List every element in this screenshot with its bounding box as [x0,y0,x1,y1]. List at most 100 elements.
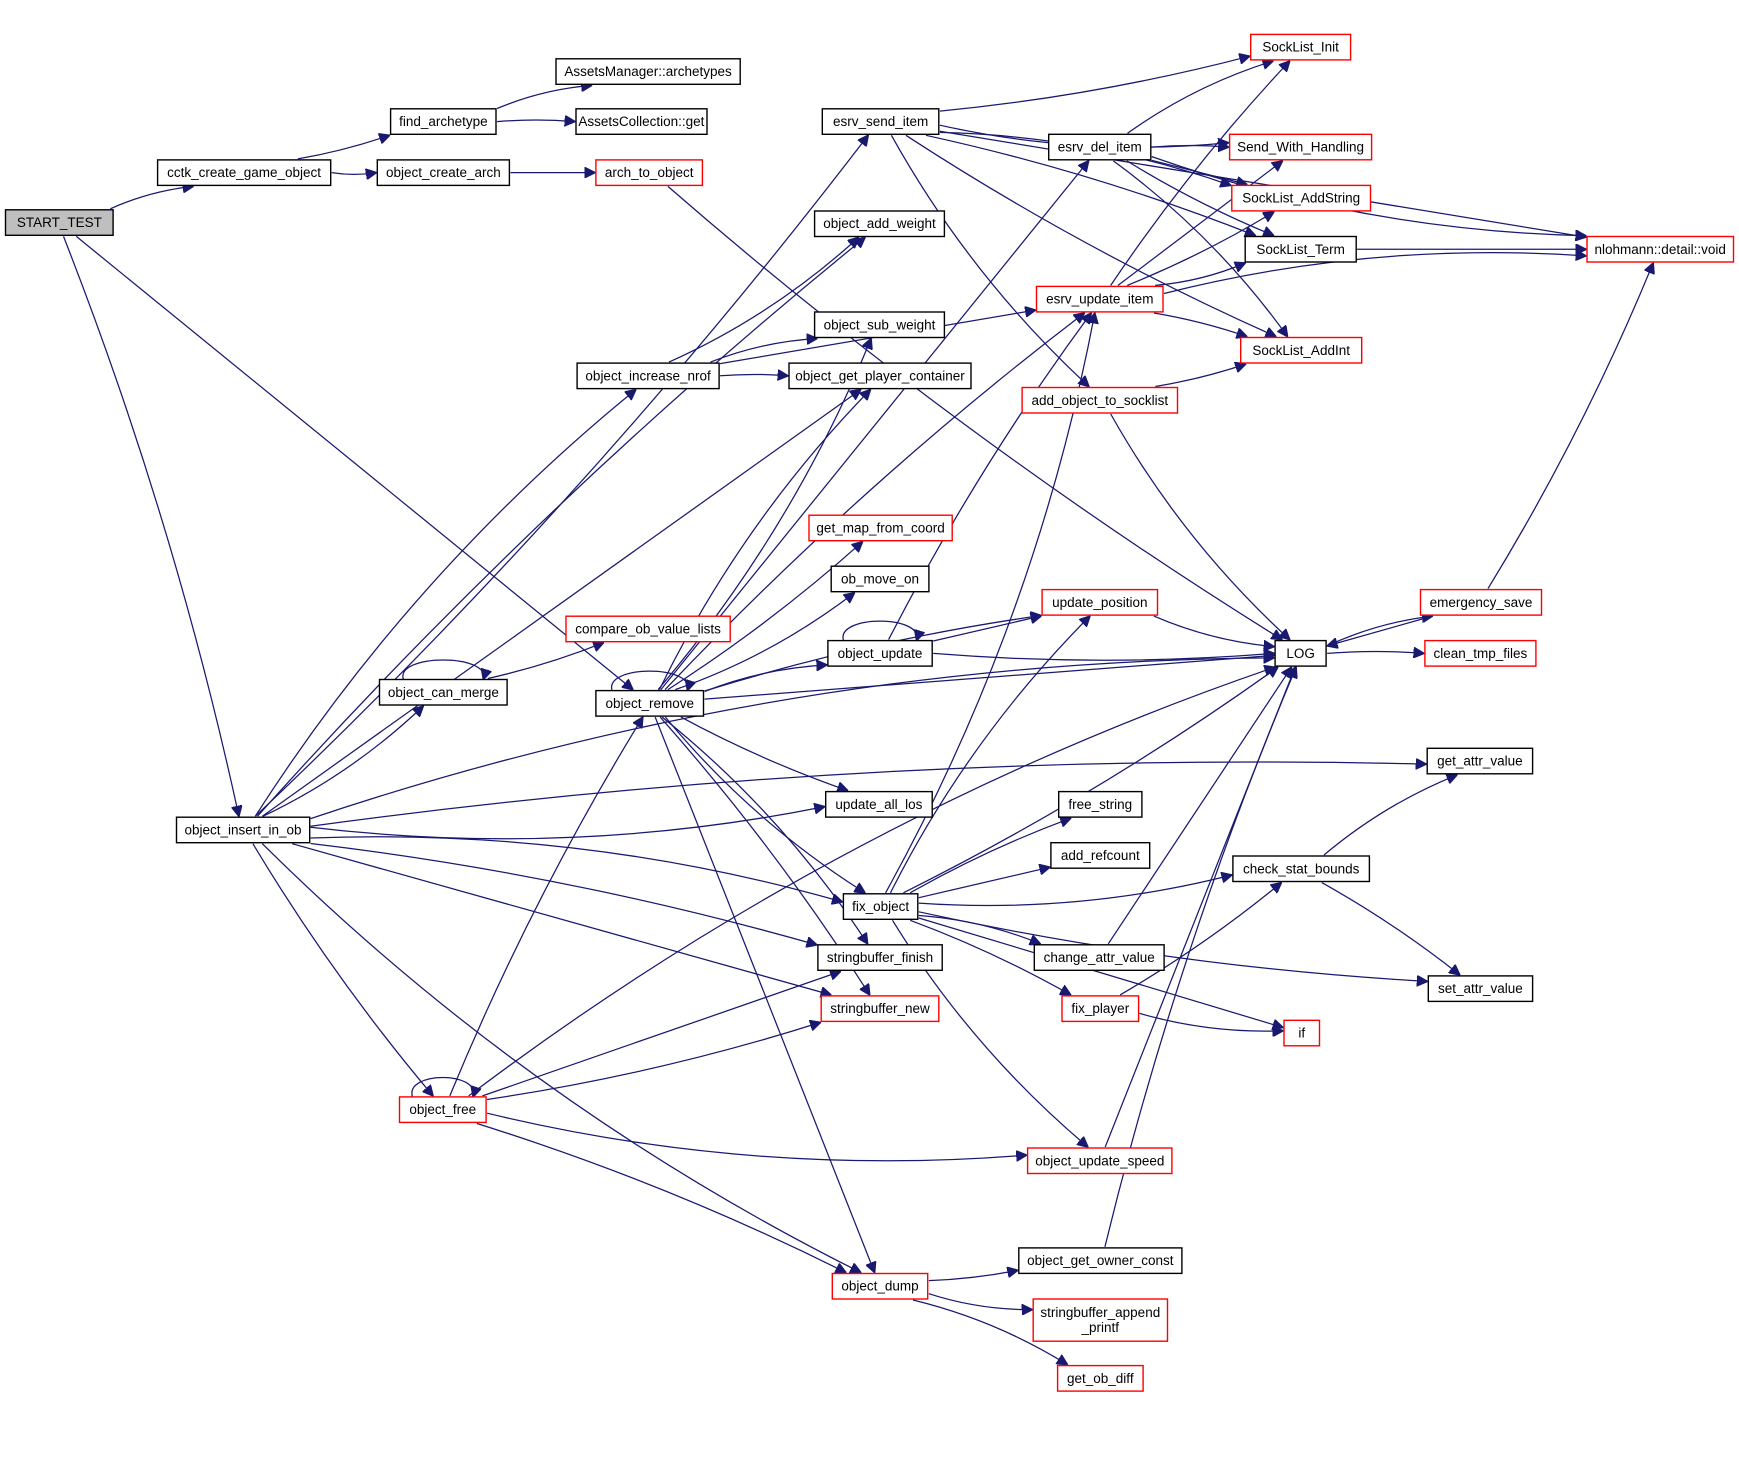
node-label: fix_object [852,899,909,914]
node-object-update[interactable]: object_update [827,639,933,667]
node-box [376,159,511,187]
node-set-attr-value[interactable]: set_attr_value [1427,975,1534,1003]
edge-object_free-to-LOG [468,667,1275,1097]
node-object-remove[interactable]: object_remove [595,689,705,717]
edge-object_free-to-object_dump [476,1122,846,1273]
node-box [1061,995,1140,1023]
node-cctk-create-game-object[interactable]: cctk_create_game_object [156,159,332,187]
edge-object_increase_nrof-to-object_sub_weight [710,339,818,363]
node-find-archetype[interactable]: find_archetype [389,108,497,136]
node-label: object_can_merge [388,685,499,700]
node-fix-object[interactable]: fix_object [842,893,919,920]
node-esrv-send-item[interactable]: esrv_send_item [821,108,940,136]
node-assetsmanager-archetypes[interactable]: AssetsManager::archetypes [555,58,741,85]
node-label: arch_to_object [605,165,694,180]
edge-object_can_merge-to-object_can_merge [402,659,484,680]
node-box [4,209,114,237]
node-check-stat-bounds[interactable]: check_stat_bounds [1232,855,1371,883]
edge-fix_object-to-change_attr_value [918,914,1041,944]
node-log[interactable]: LOG [1274,639,1327,667]
node-arch-to-object[interactable]: arch_to_object [595,159,704,187]
node-ob-move-on[interactable]: ob_move_on [830,565,930,593]
edge-check_stat_bounds-to-get_attr_value [1323,775,1457,856]
node-assetscollection-get[interactable]: AssetsCollection::get [575,108,708,136]
node-label: stringbuffer_append [1040,1305,1160,1320]
node-esrv-update-item[interactable]: esrv_update_item [1035,285,1164,313]
node-object-free[interactable]: object_free [398,1096,487,1124]
edge-object_insert_in_ob-to-object_increase_nrof [254,390,636,817]
edge-object_remove-to-object_update [704,665,827,693]
node-if[interactable]: if [1283,1019,1321,1047]
edge-fix_player-to-check_stat_bounds [1119,883,1281,996]
node-object-dump[interactable]: object_dump [831,1272,929,1300]
edge-object_remove-to-object_sub_weight [657,339,871,691]
node-update-position[interactable]: update_position [1041,588,1159,616]
edge-find_archetype-to-AssetsManager_archetypes [496,85,592,110]
node-stringbuffer-append-printf[interactable]: stringbuffer_append_printf [1032,1298,1169,1342]
node-get-map-from-coord[interactable]: get_map_from_coord [808,514,953,542]
node-get-attr-value[interactable]: get_attr_value [1426,747,1534,775]
node-object-create-arch[interactable]: object_create_arch [376,159,511,187]
edge-object_insert_in_ob-to-object_free [252,843,433,1096]
edge-object_remove-to-object_dump [654,716,874,1272]
node-add-object-to-socklist[interactable]: add_object_to_socklist [1021,386,1179,414]
node-box [1228,133,1373,161]
node-object-can-merge[interactable]: object_can_merge [378,678,508,706]
node-box [378,678,508,706]
node-box [1283,1019,1321,1047]
node-nlohmann-detail-void[interactable]: nlohmann::detail::void [1586,235,1735,263]
node-box [576,362,720,390]
node-box [820,995,940,1023]
node-free-string[interactable]: free_string [1057,790,1143,818]
node-box [175,816,311,844]
node-object-update-speed[interactable]: object_update_speed [1026,1147,1173,1175]
edge-object_remove-to-stringbuffer_finish [661,716,867,944]
node-label: cctk_create_game_object [167,165,321,180]
edge-esrv_update_item-to-Send_With_Handling [1117,161,1283,286]
node-label: if [1298,1026,1305,1041]
edge-esrv_update_item-to-nlohmann_detail_void [1163,253,1586,295]
node-update-all-los[interactable]: update_all_los [825,790,933,818]
node-emergency-save[interactable]: emergency_save [1419,588,1543,616]
edge-add_object_to_socklist-to-LOG [1110,413,1290,640]
edge-esrv_send_item-to-SockList_AddInt [905,134,1276,336]
node-esrv-del-item[interactable]: esrv_del_item [1047,133,1152,161]
node-box [1232,855,1371,883]
node-object-add-weight[interactable]: object_add_weight [813,210,946,238]
node-object-get-owner-const[interactable]: object_get_owner_const [1018,1247,1183,1275]
node-stringbuffer-new[interactable]: stringbuffer_new [820,995,940,1023]
edge-fix_object-to-update_position [889,616,1090,894]
node-send-with-handling[interactable]: Send_With_Handling [1228,133,1373,161]
node-box [813,311,946,339]
node-box [827,639,933,667]
node-object-get-player-container[interactable]: object_get_player_container [788,362,972,390]
edge-esrv_send_item-to-SockList_Term [925,134,1255,235]
edge-object_dump-to-stringbuffer_append_printf [928,1293,1032,1310]
node-label: object_free [409,1102,476,1117]
edge-object_update-to-LOG [933,653,1274,661]
node-add-refcount[interactable]: add_refcount [1050,842,1151,869]
node-label: SockList_AddString [1242,191,1360,206]
node-socklist-addint[interactable]: SockList_AddInt [1239,336,1363,364]
edge-object_free-to-stringbuffer_finish [482,971,840,1097]
node-label: AssetsManager::archetypes [564,64,732,79]
node-get-ob-diff[interactable]: get_ob_diff [1056,1364,1144,1392]
node-object-insert-in-ob[interactable]: object_insert_in_ob [175,816,311,844]
edge-object_remove-to-fix_object [664,716,865,893]
node-compare-ob-value-lists[interactable]: compare_ob_value_lists [565,615,731,643]
node-start-test[interactable]: START_TEST [4,209,114,237]
node-box [555,58,741,85]
node-clean-tmp-files[interactable]: clean_tmp_files [1424,639,1537,667]
node-fix-player[interactable]: fix_player [1061,995,1140,1023]
node-stringbuffer-finish[interactable]: stringbuffer_finish [817,944,943,971]
node-socklist-addstring[interactable]: SockList_AddString [1231,184,1372,212]
node-box [1419,588,1543,616]
node-change-attr-value[interactable]: change_attr_value [1033,944,1165,971]
node-socklist-init[interactable]: SockList_Init [1249,33,1352,61]
node-object-increase-nrof[interactable]: object_increase_nrof [576,362,720,390]
node-object-sub-weight[interactable]: object_sub_weight [813,311,946,339]
edge-esrv_del_item-to-nlohmann_detail_void [1151,156,1586,236]
edge-esrv_send_item-to-SockList_Init [939,56,1250,112]
node-socklist-term[interactable]: SockList_Term [1244,235,1357,263]
